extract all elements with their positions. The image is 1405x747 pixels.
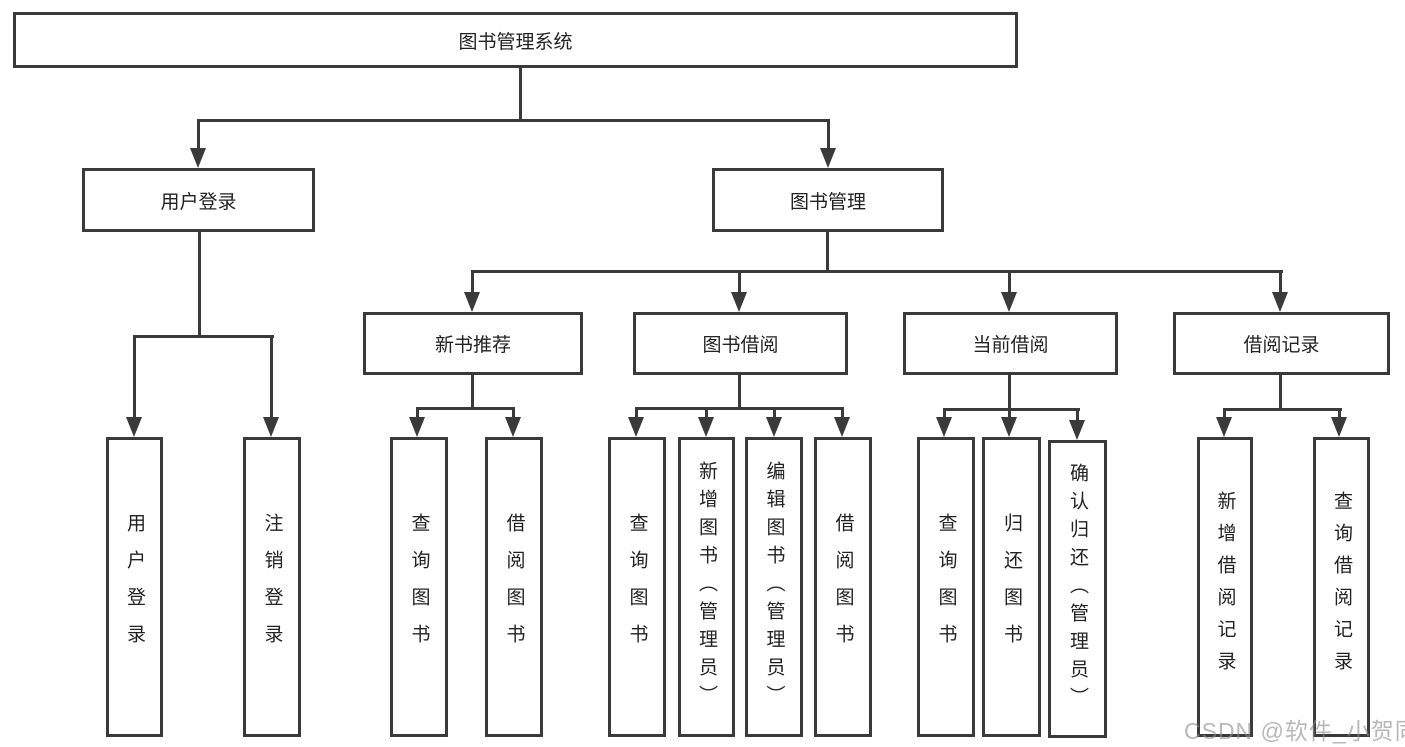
arrow-down-icon	[505, 417, 521, 437]
leaf-user-login: 用户登录	[106, 437, 163, 737]
arrow-down-icon	[263, 417, 279, 437]
connector-bookmgmt-stem	[826, 231, 829, 273]
connector-borrowrecord-stem	[1279, 374, 1282, 411]
connector-shaft	[270, 335, 273, 418]
node-book-management: 图书管理	[712, 168, 944, 232]
connector-shaft	[827, 119, 830, 149]
connector-newbook-split	[416, 407, 515, 410]
leaf-borrow-book-recommend: 借阅图书	[485, 437, 543, 737]
leaf-query-book-borrow: 查询图书	[608, 437, 666, 737]
node-borrow-record: 借阅记录	[1173, 312, 1390, 375]
leaf-query-book-recommend: 查询图书	[390, 437, 448, 737]
arrow-down-icon	[628, 417, 644, 437]
leaf-add-book-admin: 新增图书（管理员）	[678, 437, 735, 737]
connector-bookborrow-split	[635, 407, 844, 410]
arrow-down-icon	[936, 417, 952, 437]
node-root: 图书管理系统	[13, 12, 1018, 68]
connector-newbook-stem	[471, 374, 474, 410]
arrow-down-icon	[126, 417, 142, 437]
arrow-down-icon	[834, 417, 850, 437]
arrow-down-icon	[731, 292, 747, 312]
arrow-down-icon	[1331, 417, 1347, 437]
connector-userlogin-split	[133, 335, 274, 338]
connector-currentborrow-split	[943, 408, 1080, 411]
leaf-query-book-current: 查询图书	[917, 437, 975, 737]
connector-shaft	[738, 270, 741, 293]
connector-shaft	[1338, 408, 1341, 418]
node-book-borrow: 图书借阅	[633, 312, 848, 375]
connector-shaft	[1279, 270, 1282, 293]
connector-shaft	[1223, 408, 1226, 418]
leaf-query-borrow-record: 查询借阅记录	[1313, 437, 1370, 737]
arrow-down-icon	[1069, 420, 1085, 440]
arrow-down-icon	[1001, 417, 1017, 437]
arrow-down-icon	[464, 292, 480, 312]
leaf-return-book: 归还图书	[982, 437, 1041, 737]
leaf-add-borrow-record: 新增借阅记录	[1197, 437, 1253, 737]
csdn-watermark: CSDN @软件_小贺同学	[1184, 718, 1405, 744]
arrow-down-icon	[190, 148, 206, 168]
connector-currentborrow-stem	[1008, 374, 1011, 411]
arrow-down-icon	[1272, 292, 1288, 312]
leaf-edit-book-admin: 编辑图书（管理员）	[745, 437, 803, 737]
connector-shaft	[1008, 408, 1011, 418]
connector-shaft	[1008, 270, 1011, 293]
connector-shaft	[841, 407, 844, 418]
connector-shaft	[1076, 408, 1079, 420]
connector-shaft	[416, 407, 419, 418]
node-user-login: 用户登录	[82, 168, 315, 232]
connector-root-split	[197, 119, 829, 122]
connector-shaft	[197, 119, 200, 149]
connector-shaft	[133, 335, 136, 418]
connector-userlogin-stem	[198, 232, 201, 338]
leaf-confirm-return-admin: 确认归还（管理员）	[1048, 440, 1107, 738]
arrow-down-icon	[766, 417, 782, 437]
connector-shaft	[943, 408, 946, 418]
node-current-borrow: 当前借阅	[903, 312, 1118, 375]
arrow-down-icon	[698, 417, 714, 437]
connector-shaft	[512, 407, 515, 418]
connector-borrowrecord-split	[1223, 408, 1342, 411]
arrow-down-icon	[820, 148, 836, 168]
connector-bookborrow-stem	[738, 374, 741, 410]
connector-shaft	[705, 407, 708, 418]
arrow-down-icon	[1216, 417, 1232, 437]
connector-bookmgmt-split	[471, 270, 1283, 273]
leaf-borrow-book: 借阅图书	[814, 437, 872, 737]
arrow-down-icon	[409, 417, 425, 437]
connector-root-stem	[519, 66, 522, 122]
connector-shaft	[635, 407, 638, 418]
leaf-logout: 注销登录	[243, 437, 301, 737]
connector-shaft	[773, 407, 776, 418]
arrow-down-icon	[1001, 292, 1017, 312]
node-new-book-recommend: 新书推荐	[363, 312, 583, 375]
connector-shaft	[471, 270, 474, 293]
